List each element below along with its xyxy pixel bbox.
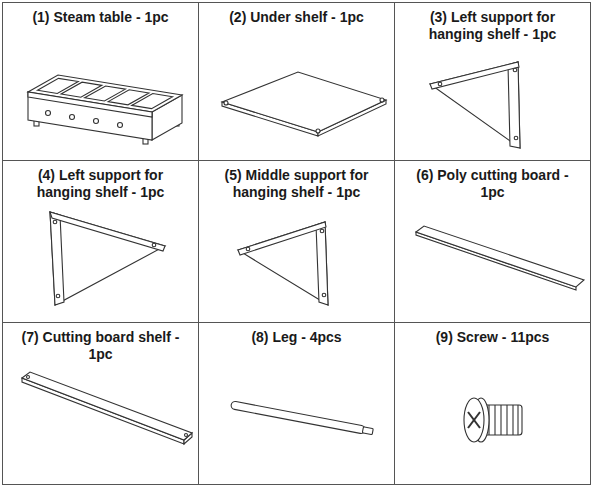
- under-shelf-drawing: [222, 72, 386, 136]
- part-label: (9) Screw - 11pcs: [395, 323, 590, 346]
- part-cell: (1) Steam table - 1pc: [2, 2, 199, 161]
- part-label: (3) Left support for hanging shelf - 1pc: [395, 3, 590, 43]
- part-label: (6) Poly cutting board - 1pc: [395, 161, 590, 201]
- part-cell: (4) Left support for hanging shelf - 1pc: [2, 160, 199, 323]
- part-label: (1) Steam table - 1pc: [3, 3, 198, 26]
- part-label: (5) Middle support for hanging shelf - 1…: [199, 161, 394, 201]
- part-label: (2) Under shelf - 1pc: [199, 3, 394, 26]
- part-label: (7) Cutting board shelf - 1pc: [3, 323, 198, 363]
- cutting-board-drawing: [416, 226, 584, 290]
- part-cell: (7) Cutting board shelf - 1pc: [2, 322, 199, 485]
- support-bracket-drawing: [238, 222, 328, 305]
- part-cell: (2) Under shelf - 1pc: [198, 2, 395, 161]
- support-bracket-drawing: [50, 212, 165, 305]
- leg-drawing: [231, 401, 374, 436]
- part-cell: (6) Poly cutting board - 1pc: [394, 160, 591, 323]
- support-bracket-drawing: [430, 62, 520, 148]
- screw-drawing: [464, 398, 522, 442]
- steam-table-drawing: [28, 75, 182, 144]
- part-cell: (8) Leg - 4pcs: [198, 322, 395, 485]
- part-cell: (5) Middle support for hanging shelf - 1…: [198, 160, 395, 323]
- board-shelf-drawing: [22, 372, 192, 444]
- part-cell: (3) Left support for hanging shelf - 1pc: [394, 2, 591, 161]
- part-cell: (9) Screw - 11pcs: [394, 322, 591, 485]
- part-label: (8) Leg - 4pcs: [199, 323, 394, 346]
- part-label: (4) Left support for hanging shelf - 1pc: [3, 161, 198, 201]
